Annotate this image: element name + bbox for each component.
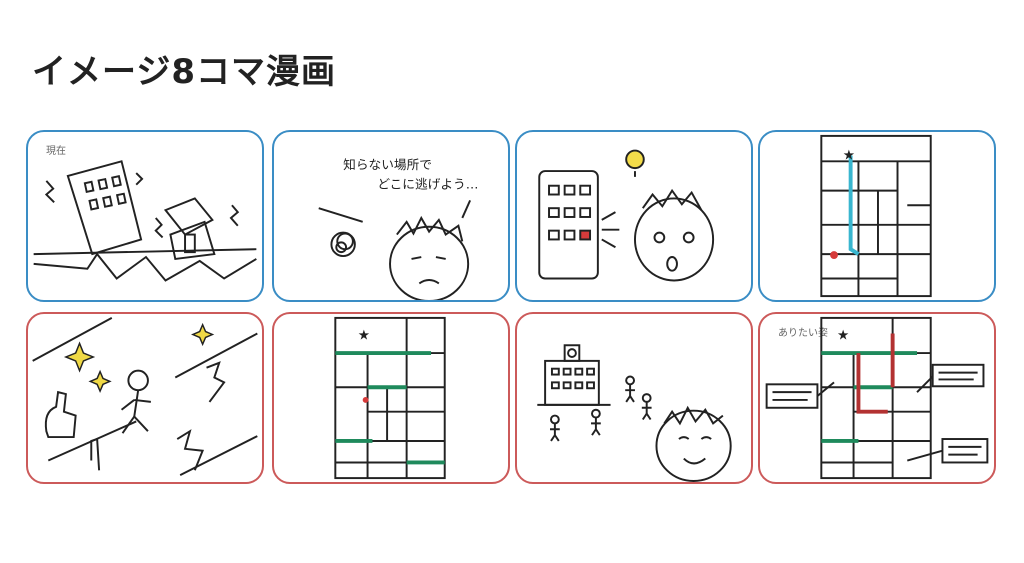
- panel-8-label: ありたい姿: [778, 328, 828, 339]
- panel-2-drawing: 知らない場所で どこに逃げよう…: [318, 157, 478, 300]
- panel-4-map-route: ★: [758, 130, 996, 302]
- panel-1-label: 現在: [46, 146, 66, 157]
- panel-2-speech-1: 知らない場所で: [343, 157, 432, 172]
- panel-3-drawing: [538, 149, 715, 282]
- panel-6-map-green-route: ★: [272, 312, 510, 484]
- panel-7-drawing: [537, 344, 732, 482]
- panel-1-drawing: [33, 160, 257, 282]
- panel-8-ideal: ありたい姿 ★: [758, 312, 996, 484]
- panel-6-drawing: ★: [334, 316, 446, 480]
- panel-8-drawing: ★: [765, 316, 989, 480]
- svg-text:★: ★: [837, 327, 849, 343]
- svg-text:★: ★: [358, 327, 370, 343]
- panel-7-shelter: [515, 312, 753, 484]
- panel-4-drawing: ★: [820, 134, 932, 298]
- panel-2-speech-2: どこに逃げよう…: [377, 177, 478, 192]
- panel-1-earthquake: 現在: [26, 130, 264, 302]
- panel-5-drawing: [32, 317, 258, 477]
- panel-3-alert: [515, 130, 753, 302]
- panel-2-lost: 知らない場所で どこに逃げよう…: [272, 130, 510, 302]
- panel-5-running: [26, 312, 264, 484]
- svg-text:★: ★: [843, 147, 855, 163]
- slide-title: イメージ8コマ漫画: [32, 52, 336, 92]
